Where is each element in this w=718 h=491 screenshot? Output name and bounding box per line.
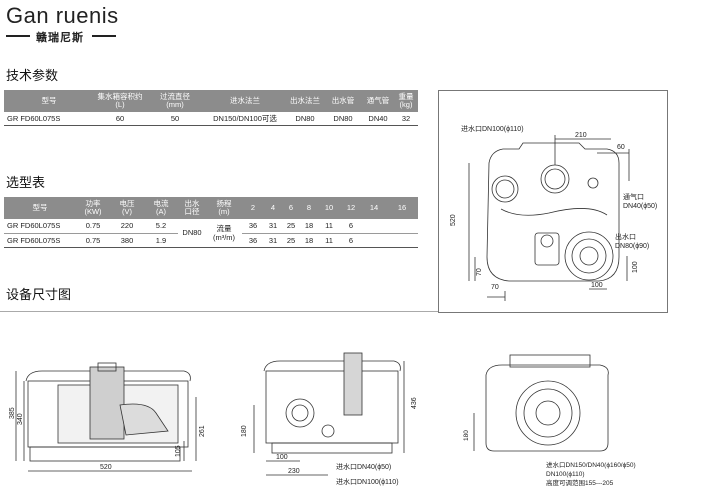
select-cell: GR FD60L075S	[4, 219, 76, 234]
dim-100-horizontal: 100	[591, 282, 603, 289]
select-cell: 0.75	[76, 233, 110, 248]
rear-view-drawing: 180 进水口DN150/DN40(ϕ160/ϕ50) DN100(ϕ110) …	[463, 354, 636, 487]
select-header: 型号	[4, 197, 76, 219]
dim-261: 261	[199, 425, 206, 437]
dim-340: 340	[17, 413, 24, 425]
flow-cell: 18	[300, 219, 318, 234]
select-cell: GR FD60L075S	[4, 233, 76, 248]
select-cell: 1.9	[144, 233, 178, 248]
flow-label: 流量 (m³/m)	[206, 219, 242, 248]
flow-cell: 25	[282, 233, 300, 248]
dim-100: 100	[276, 454, 288, 461]
selection-table: 型号 功率 (KW) 电压 (V) 电流 (A) 出水 口径 扬程 (m) 2 …	[4, 197, 418, 248]
flow-cell: 18	[300, 233, 318, 248]
dim-180: 180	[241, 425, 248, 437]
outlet-label: 出水口	[615, 232, 636, 241]
front-view-drawing: 180 436 100 230 进水口DN40(ϕ50) 进水口DN100(ϕ1…	[241, 352, 418, 486]
height-adjust-note: 高度可调范围155---205	[546, 478, 614, 487]
flow-cell: 11	[318, 219, 340, 234]
dim-436: 436	[411, 397, 418, 409]
outlet-cell: DN80	[178, 219, 206, 248]
brand-line-right	[92, 35, 116, 37]
section-title-select: 选型表	[6, 175, 46, 190]
head-value: 4	[264, 197, 282, 219]
tech-header: 出水管	[324, 90, 362, 112]
vent-label: 通气口	[623, 192, 644, 201]
head-value: 14	[362, 197, 386, 219]
flow-cell: 36	[242, 219, 264, 234]
inlet-dn40-label: 进水口DN40(ϕ50)	[336, 462, 391, 471]
flow-cell: 11	[318, 233, 340, 248]
dim-180-rear: 180	[463, 430, 470, 441]
flow-cell	[362, 219, 386, 234]
flow-cell: 31	[264, 219, 282, 234]
head-value: 8	[300, 197, 318, 219]
tech-header: 重量 (kg)	[394, 90, 418, 112]
select-cell: 380	[110, 233, 144, 248]
tech-cell: DN80	[286, 112, 324, 126]
select-cell: 220	[110, 219, 144, 234]
brand-name: Gan ruenis	[6, 3, 119, 28]
select-cell: 0.75	[76, 219, 110, 234]
inlet-label: 进水口DN100(ϕ110)	[461, 124, 524, 133]
rear-inlet-label: 进水口DN150/DN40(ϕ160/ϕ50)	[546, 460, 636, 469]
flow-cell	[362, 233, 386, 248]
head-value: 16	[386, 197, 418, 219]
select-header: 电流 (A)	[144, 197, 178, 219]
flow-cell	[386, 233, 418, 248]
dim-520-bottom: 520	[100, 464, 112, 471]
flow-cell: 36	[242, 233, 264, 248]
rear-inlet-size: DN100(ϕ110)	[546, 471, 585, 478]
select-header: 扬程 (m)	[206, 197, 242, 219]
tech-table: 型号 集水箱容积约 (L) 过流直径 (mm) 进水法兰 出水法兰 出水管 通气…	[4, 90, 418, 126]
brand-name-cn: 赣瑞尼斯	[36, 32, 84, 44]
dim-230: 230	[288, 468, 300, 475]
tech-header: 进水法兰	[204, 90, 286, 112]
dim-60: 60	[617, 144, 625, 151]
flow-cell: 6	[340, 219, 362, 234]
flow-cell: 25	[282, 219, 300, 234]
tech-cell: GR FD60L075S	[4, 112, 94, 126]
head-value: 12	[340, 197, 362, 219]
dim-520: 520	[450, 214, 457, 226]
select-header: 功率 (KW)	[76, 197, 110, 219]
tech-cell: DN80	[324, 112, 362, 126]
dim-100-vertical: 100	[632, 261, 639, 273]
select-header: 电压 (V)	[110, 197, 144, 219]
tech-cell: 50	[146, 112, 204, 126]
flow-cell: 6	[340, 233, 362, 248]
dim-385: 385	[9, 407, 16, 419]
tech-cell: DN150/DN100可选	[204, 112, 286, 126]
head-value: 2	[242, 197, 264, 219]
flow-cell	[386, 219, 418, 234]
flow-cell: 31	[264, 233, 282, 248]
brand-line-left	[6, 35, 30, 37]
section-divider	[0, 311, 438, 312]
outlet-size: DN80(ϕ90)	[615, 243, 649, 250]
top-view-drawing: 进水口DN100(ϕ110) 210 60 通气口 DN40(ϕ50) 出水口 …	[450, 124, 657, 301]
side-view-drawing: 385 340 261 105 520	[9, 362, 206, 472]
section-title-tech: 技术参数	[6, 68, 59, 83]
tech-cell: 60	[94, 112, 146, 126]
brand-subtitle: 赣瑞尼斯	[6, 29, 116, 44]
tech-header: 集水箱容积约 (L)	[94, 90, 146, 112]
tech-header: 型号	[4, 90, 94, 112]
head-value: 6	[282, 197, 300, 219]
head-value: 10	[318, 197, 340, 219]
select-cell: 5.2	[144, 219, 178, 234]
dim-70-vertical: 70	[476, 268, 483, 276]
tech-header: 出水法兰	[286, 90, 324, 112]
dim-105: 105	[175, 445, 182, 457]
tech-cell: DN40	[362, 112, 394, 126]
tech-header: 通气管	[362, 90, 394, 112]
tech-header: 过流直径 (mm)	[146, 90, 204, 112]
inlet-dn100-label: 进水口DN100(ϕ110)	[336, 477, 399, 486]
dim-70-horizontal: 70	[491, 284, 499, 291]
dim-210: 210	[575, 132, 587, 139]
vent-size: DN40(ϕ50)	[623, 203, 657, 210]
top-view-panel: 进水口DN100(ϕ110) 210 60 通气口 DN40(ϕ50) 出水口 …	[438, 90, 668, 313]
tech-cell: 32	[394, 112, 418, 126]
select-header: 出水 口径	[178, 197, 206, 219]
section-title-dims: 设备尺寸图	[6, 287, 72, 302]
